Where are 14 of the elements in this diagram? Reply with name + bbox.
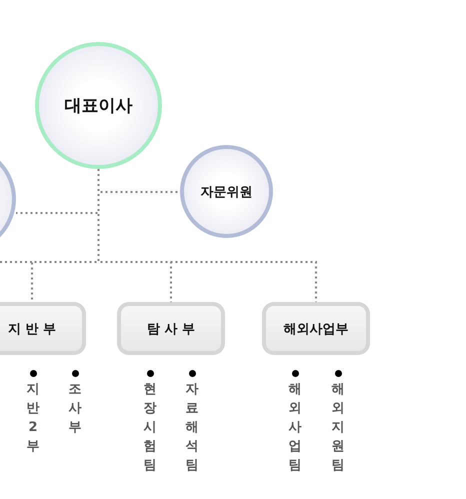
node-label: 해외사업부 bbox=[284, 320, 348, 338]
node-label: 자문위원 bbox=[200, 184, 252, 200]
node-label: 대표이사 bbox=[64, 95, 132, 117]
department-box bbox=[262, 302, 370, 355]
node-label: 지 반 부 bbox=[8, 320, 56, 338]
team-label: 현장시험팀 bbox=[143, 381, 157, 475]
team-label: 지반2부 bbox=[26, 381, 40, 456]
node-label: 탐 사 부 bbox=[146, 320, 196, 338]
department-box bbox=[0, 302, 86, 355]
team-label: 해외사업팀 bbox=[288, 381, 302, 475]
department-box bbox=[117, 302, 225, 355]
team-label: 해외지원팀 bbox=[331, 381, 345, 475]
team-label: 조사부 bbox=[68, 381, 82, 437]
team-label: 자료해석팀 bbox=[185, 381, 199, 475]
